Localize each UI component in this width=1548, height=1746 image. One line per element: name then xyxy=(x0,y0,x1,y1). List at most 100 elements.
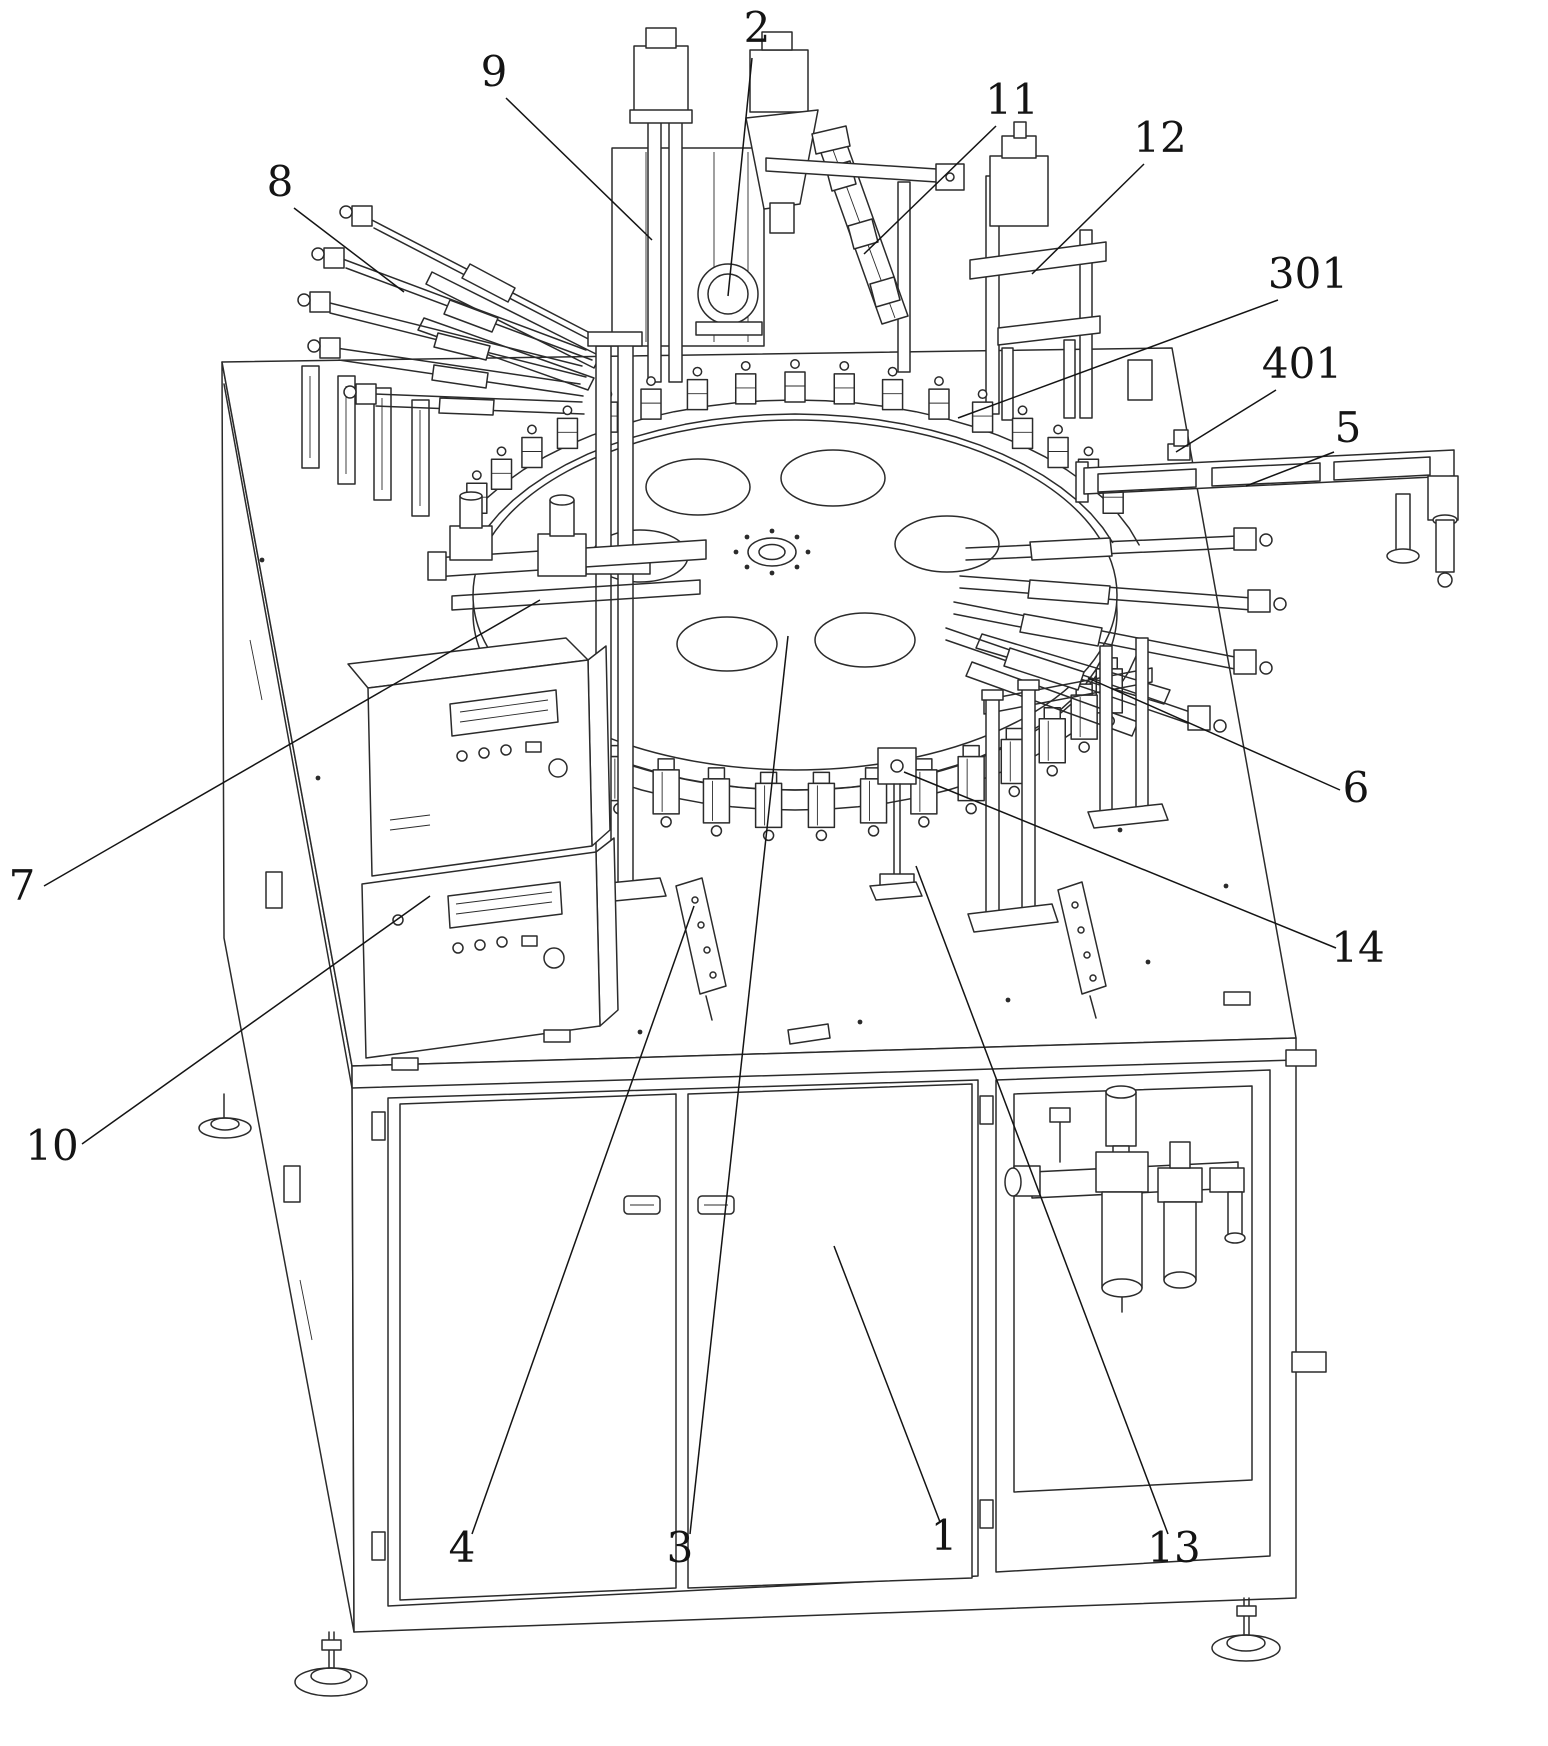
post-cap xyxy=(1017,679,1040,691)
cylinder-end xyxy=(309,291,331,313)
control-box-top xyxy=(347,637,611,877)
box-foot xyxy=(543,1029,571,1043)
callout-label-14: 14 xyxy=(1331,923,1384,972)
frame-post xyxy=(1135,637,1149,813)
filter-head xyxy=(1095,1151,1149,1193)
table-items xyxy=(675,747,1107,1045)
rail-slot xyxy=(1211,462,1321,487)
callout-label-4: 4 xyxy=(449,1523,476,1572)
panel-seam xyxy=(299,1279,313,1341)
station-clamp xyxy=(734,360,757,405)
tower-12 xyxy=(969,121,1107,421)
leader-line-2 xyxy=(727,57,753,297)
station-clamp xyxy=(928,376,950,420)
fixture-cap xyxy=(657,758,675,771)
center-tower xyxy=(611,27,965,383)
clamp-roller xyxy=(526,424,537,435)
station-fixture xyxy=(859,767,888,837)
leveling-foot-front-right xyxy=(1211,1597,1281,1662)
cylinder-body xyxy=(438,397,495,416)
station-clamp xyxy=(640,376,662,420)
disc-hole xyxy=(894,515,1000,573)
cylinder-tip xyxy=(307,339,321,353)
leader-line-12 xyxy=(1031,163,1145,275)
fixture-roller xyxy=(1078,741,1090,753)
cylinder-tip xyxy=(1259,533,1273,547)
slotted-bar xyxy=(301,365,320,469)
clamp-body xyxy=(928,388,950,420)
clamp-roller xyxy=(740,360,751,371)
cylinder-end xyxy=(323,247,345,269)
clamp-roller xyxy=(887,366,898,377)
fixture-body xyxy=(754,782,783,829)
pipe-end xyxy=(1224,1232,1246,1244)
clamp-roller xyxy=(496,446,507,457)
door-hinge xyxy=(371,1531,386,1561)
bowl-bottom xyxy=(1101,1278,1143,1298)
clamp-roller xyxy=(977,389,988,400)
fixture-body xyxy=(1070,694,1098,740)
left-feeder-arms xyxy=(297,205,601,416)
clamp-body xyxy=(521,436,543,469)
foot-pad-top xyxy=(310,1667,352,1685)
door-frame xyxy=(387,1079,979,1607)
fixture-body xyxy=(702,778,731,824)
panel-button xyxy=(474,939,486,951)
cylinder-tip xyxy=(343,385,357,399)
cylinder-body xyxy=(1027,579,1111,605)
back-plate xyxy=(611,147,765,347)
station-fixture xyxy=(652,758,680,828)
vision-camera xyxy=(633,45,689,113)
lens-bracket xyxy=(695,321,763,336)
tower-column xyxy=(668,109,683,383)
station-clamp xyxy=(686,366,709,411)
control-boxes xyxy=(347,637,619,1071)
leader-line-401 xyxy=(1175,389,1277,453)
corner-bracket xyxy=(1291,1351,1327,1373)
gripper-block xyxy=(537,533,587,577)
stepper-motor xyxy=(989,155,1049,227)
leader-line-301 xyxy=(957,299,1279,419)
station-clamp xyxy=(521,424,543,469)
cylinder-end xyxy=(351,205,373,227)
frame-base xyxy=(1087,803,1169,829)
fixture-cap xyxy=(915,758,933,771)
lubricator-knob xyxy=(1169,1141,1191,1169)
arm-bracket-lower xyxy=(451,579,701,611)
cylinder-body xyxy=(1029,537,1113,561)
bowl-bottom xyxy=(1163,1271,1197,1289)
leader-line-6 xyxy=(1087,677,1341,791)
side-hinge xyxy=(283,1165,301,1203)
door-right xyxy=(687,1083,973,1589)
station-clamp xyxy=(556,405,579,450)
clamp-body xyxy=(1011,417,1034,450)
station-fixture xyxy=(1038,707,1066,777)
clamp-body xyxy=(640,388,662,420)
callout-label-7: 7 xyxy=(9,861,36,910)
post-cap xyxy=(981,689,1004,701)
leader-line-4 xyxy=(471,905,695,1535)
leader-line-13 xyxy=(915,865,1169,1535)
cylinder-body xyxy=(1003,647,1085,691)
cross-plate-lower xyxy=(997,315,1101,346)
lubricator-bowl xyxy=(1163,1201,1197,1281)
fixture-roller xyxy=(815,829,828,842)
panel-button xyxy=(452,942,464,954)
slide-rail xyxy=(965,661,1139,737)
fixture-roller xyxy=(1046,765,1058,777)
cylinder-end xyxy=(355,383,377,405)
callout-label-401: 401 xyxy=(1262,339,1342,388)
regulator-knob xyxy=(1105,1091,1137,1147)
fixture-cap xyxy=(812,771,831,785)
foot-nut xyxy=(1236,1605,1257,1617)
cylinder-end xyxy=(319,337,341,359)
cylinder-end xyxy=(1247,589,1271,613)
clamp-body xyxy=(1047,436,1069,469)
slant-clamp xyxy=(847,218,879,250)
box-foot xyxy=(391,1057,419,1071)
motor-cap xyxy=(761,31,793,51)
fixture-cap xyxy=(759,771,778,785)
table-block xyxy=(787,1023,831,1045)
rail-slot xyxy=(1097,468,1197,493)
